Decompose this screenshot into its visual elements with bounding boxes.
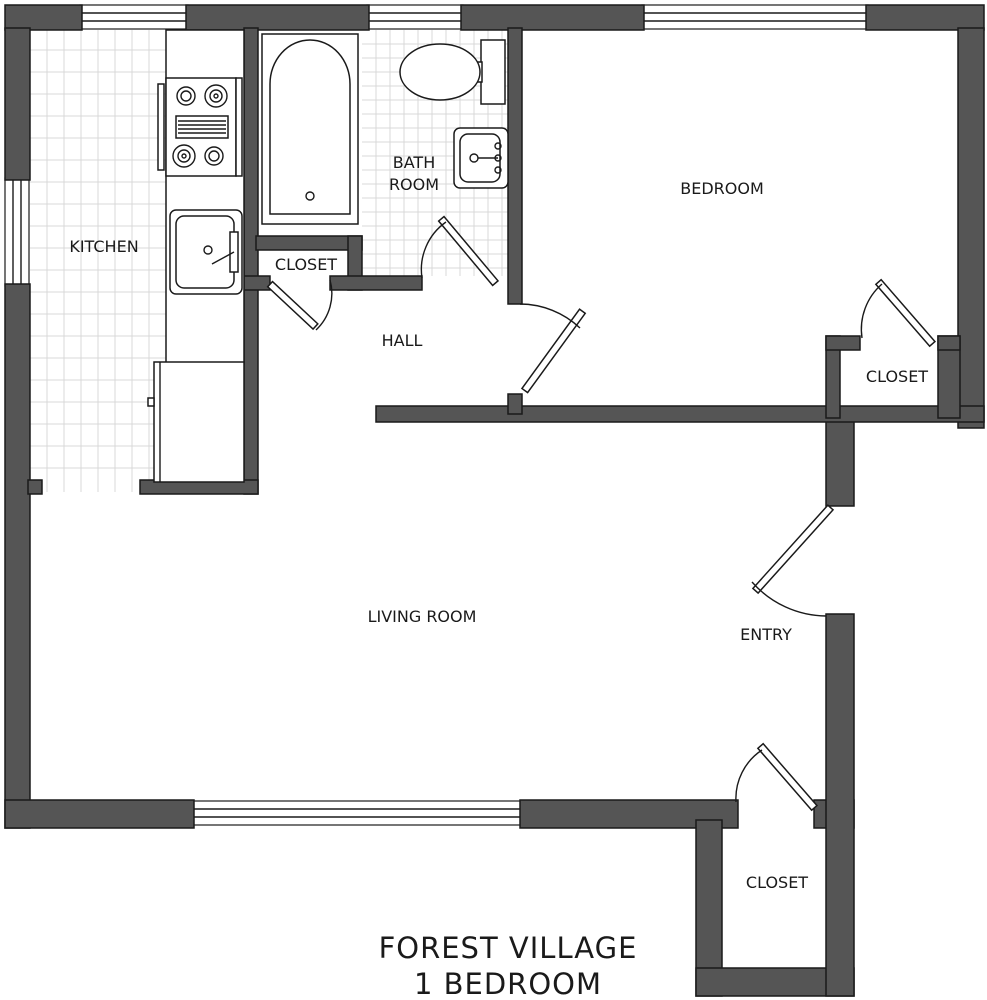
doors [266, 215, 937, 812]
refrigerator [153, 361, 245, 483]
windows [4, 4, 869, 826]
window-kitchen-side [4, 177, 30, 287]
window-kitchen-top [79, 4, 189, 30]
toilet-tank [480, 39, 506, 105]
title-line1: FOREST VILLAGE [379, 931, 638, 965]
label-living-room: LIVING ROOM [368, 607, 477, 626]
label-closet-hall: CLOSET [275, 255, 337, 274]
label-kitchen: KITCHEN [69, 237, 138, 256]
title-line2: 1 BEDROOM [414, 967, 602, 1000]
door-hall-closet [266, 280, 319, 331]
walls [4, 4, 985, 997]
door-entry-closet [756, 742, 819, 812]
label-closet-bedroom: CLOSET [866, 367, 928, 386]
kitchen-tile-floor [30, 30, 166, 492]
window-bath-top [366, 4, 464, 30]
fixtures [147, 29, 509, 483]
label-bath-line1: BATH [393, 153, 435, 172]
label-hall: HALL [382, 331, 423, 350]
room-labels: KITCHEN BATH ROOM BEDROOM CLOSET HALL CL… [69, 153, 928, 892]
label-bedroom: BEDROOM [680, 179, 764, 198]
label-entry: ENTRY [740, 625, 792, 644]
toilet-bowl [399, 43, 481, 101]
window-bedroom-top [641, 4, 869, 30]
door-entry [751, 504, 835, 595]
label-bath-line2: ROOM [389, 175, 439, 194]
door-bedroom [520, 308, 587, 394]
door-bedroom-closet [874, 278, 937, 348]
door-bath [437, 215, 500, 287]
plan-title: FOREST VILLAGE 1 BEDROOM [379, 931, 638, 1000]
window-living-bottom [191, 800, 523, 826]
label-closet-entry: CLOSET [746, 873, 808, 892]
